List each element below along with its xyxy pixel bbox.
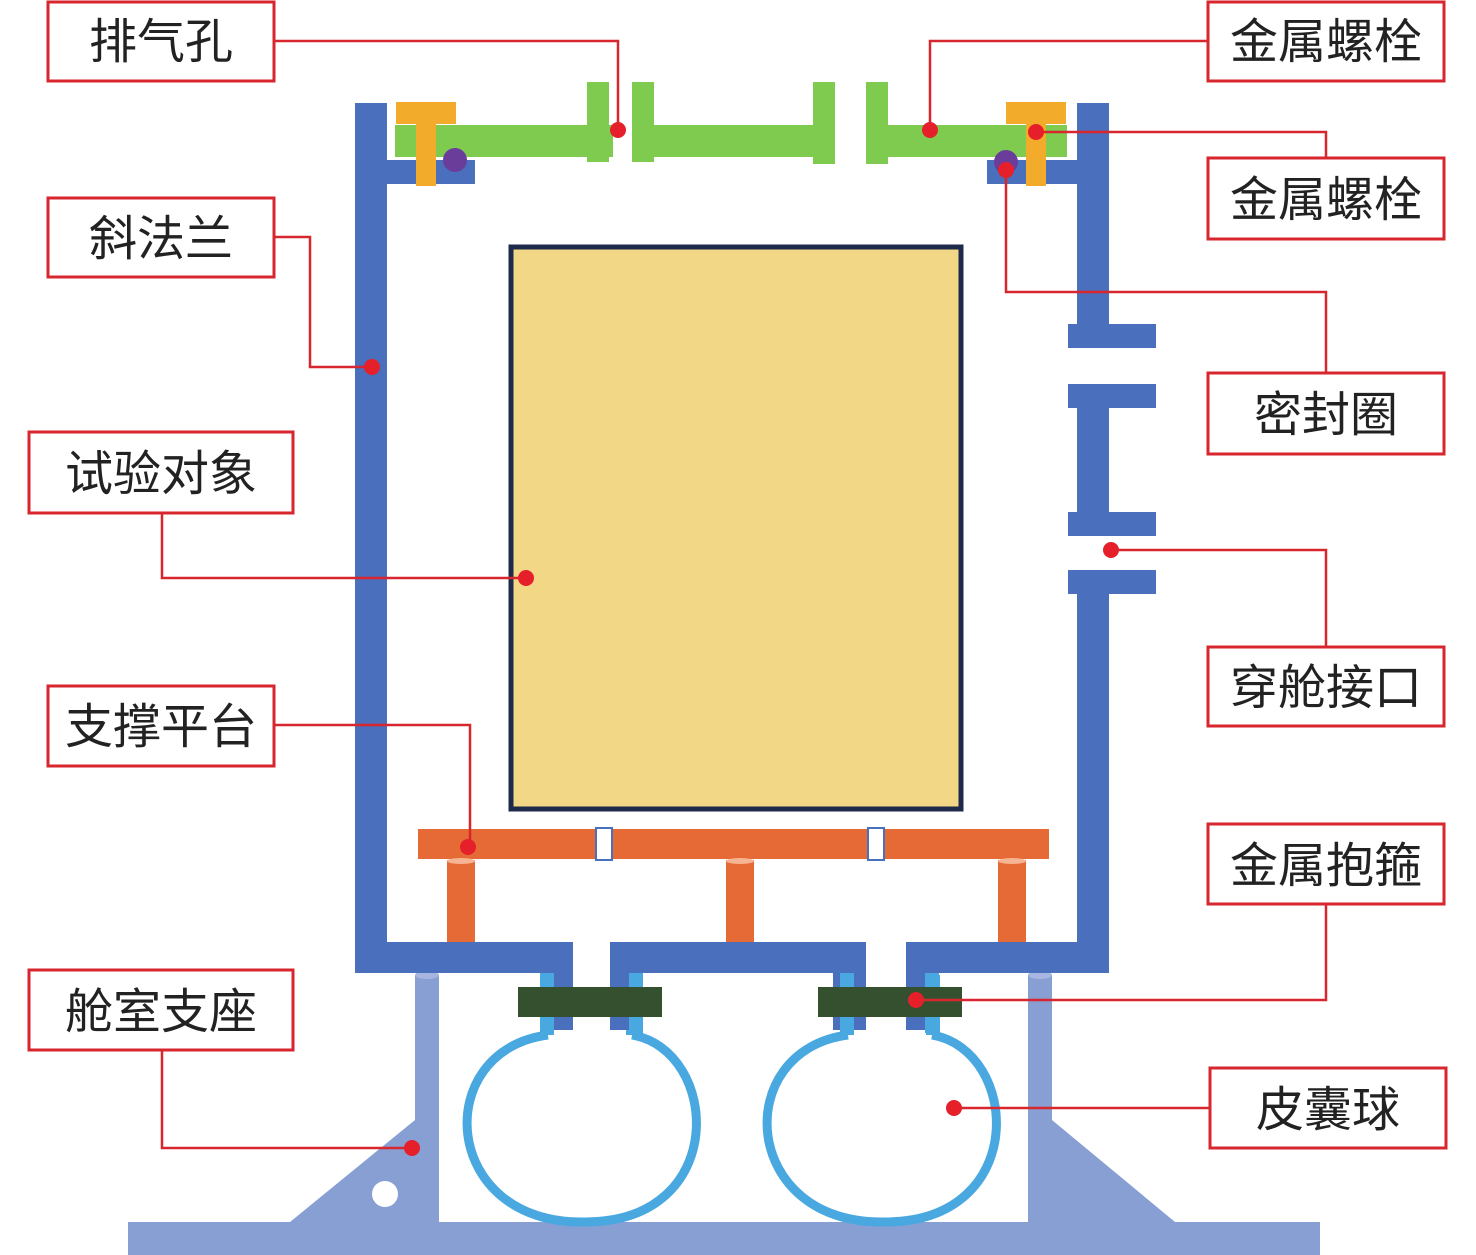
bolt-left-head [396,102,456,124]
label-test-object: 试验对象 [27,430,295,515]
leader-cabin-support [160,1050,412,1150]
wall-right-mid [1077,408,1109,512]
label-cabin-support-text: 舱室支座 [65,984,257,1040]
label-penetration-interface-text: 穿舱接口 [1230,660,1422,716]
bladder-ball-left [462,1030,701,1227]
metal-clamp-right [818,987,962,1017]
wall-right-lower [1077,594,1109,973]
label-support-platform: 支撑平台 [46,684,276,768]
test-object [508,244,964,812]
label-penetration-interface: 穿舱接口 [1206,645,1446,728]
label-inclined-flange: 斜法兰 [46,196,276,279]
label-test-object-text: 试验对象 [65,446,257,502]
support-right-gusset [1052,1120,1175,1222]
leader-metal-bolt-right [1036,130,1328,158]
label-sealing-ring: 密封圈 [1206,371,1446,456]
cabin-support [128,971,1320,1255]
label-metal-bolt-top-text: 金属螺栓 [1230,14,1422,70]
platform-leg-left [447,860,475,942]
lid-middle [652,125,814,157]
leader-metal-clamp [916,904,1328,1002]
metal-clamp-left [518,987,662,1017]
port-upper-flange-b [1068,384,1156,408]
floor-right [906,942,1109,973]
leader-lines [160,39,1328,1150]
callout-dots [364,122,1119,1156]
leader-penetration-interface [1111,548,1328,647]
label-metal-clamp-text: 金属抱箍 [1230,838,1422,894]
leader-support-platform [274,723,472,847]
leader-sealing-ring [1004,170,1328,373]
bolt-left-shank [416,120,436,186]
platform-top-left [418,829,596,859]
bladder-ball-right [762,1030,1001,1227]
support-left-gusset [290,1120,415,1222]
support-base-plate [128,1222,1320,1255]
label-bladder-ball: 皮囊球 [1208,1066,1448,1150]
leader-inclined-flange [274,235,372,369]
label-cabin-support: 舱室支座 [27,968,295,1052]
platform-top-right [885,829,1049,859]
label-metal-bolt-right: 金属螺栓 [1206,156,1446,241]
label-support-platform-text: 支撑平台 [65,699,257,755]
support-platform [418,829,1049,942]
label-sealing-ring-text: 密封圈 [1254,387,1398,443]
support-right-post [1028,975,1052,1225]
label-exhaust-hole: 排气孔 [46,0,276,83]
leader-metal-bolt-top [928,39,1208,130]
metal-clamps [518,987,962,1017]
bolt-right-head [1006,102,1066,124]
platform-leg-middle [726,860,754,942]
leader-test-object [160,513,526,580]
port-upper-flange-a [1068,324,1156,348]
label-exhaust-hole-text: 排气孔 [89,14,233,70]
floor-left [355,942,573,973]
cabin-lid [395,82,1067,164]
wall-left [355,103,387,973]
port-lower-flange-a [1068,512,1156,536]
platform-leg-right [998,860,1026,942]
label-inclined-flange-text: 斜法兰 [89,211,233,267]
floor-middle [610,942,866,973]
label-metal-bolt-right-text: 金属螺栓 [1230,172,1422,228]
leader-exhaust-hole [274,39,620,130]
label-metal-clamp: 金属抱箍 [1206,822,1446,906]
support-left-post [415,975,439,1225]
wall-right-upper [1077,103,1109,325]
label-metal-bolt-top: 金属螺栓 [1206,0,1446,83]
port-lower-flange-b [1068,570,1156,594]
platform-top-middle [612,829,868,859]
label-bladder-ball-text: 皮囊球 [1256,1082,1400,1138]
support-bolt-hole [372,1181,398,1207]
seal-left [443,148,467,172]
